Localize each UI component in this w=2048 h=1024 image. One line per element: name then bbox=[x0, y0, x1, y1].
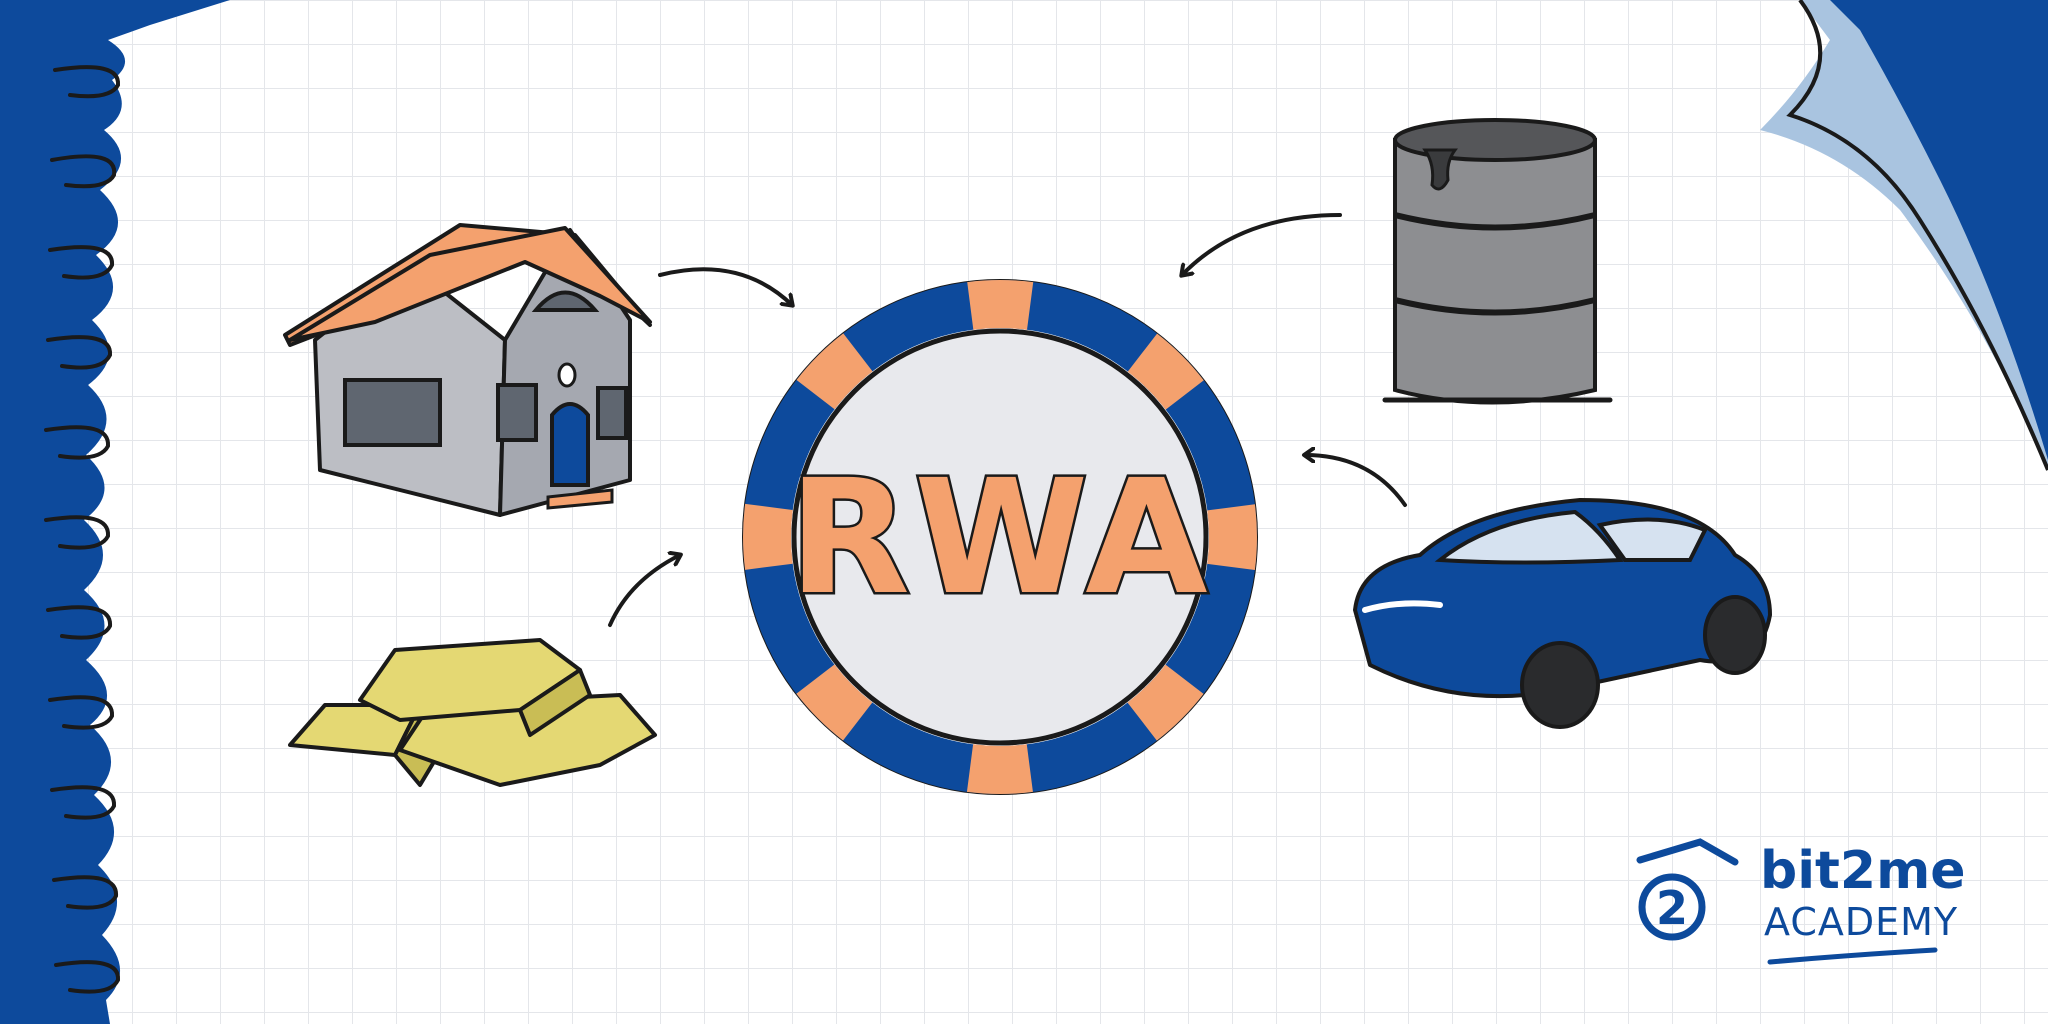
arrow-house-to-center bbox=[658, 267, 792, 305]
arrow-gold-to-center bbox=[608, 555, 680, 627]
page-curl bbox=[1760, 0, 2048, 471]
brand-logo-mark bbox=[1638, 873, 1706, 941]
brand-logo-glyph: 2 bbox=[1656, 881, 1688, 935]
brand-logo: 2 bit2me ACADEMY bbox=[1636, 838, 1966, 965]
notebook-binding bbox=[0, 0, 230, 1024]
brand-name: bit2me bbox=[1760, 841, 1966, 901]
arrows bbox=[608, 213, 1407, 627]
arrow-oil-to-center bbox=[1182, 213, 1342, 275]
brand-subtitle: ACADEMY bbox=[1764, 900, 1958, 944]
car-icon bbox=[1353, 498, 1772, 729]
house-icon bbox=[283, 223, 652, 517]
rwa-coin: RWA bbox=[742, 279, 1258, 795]
gold-bars-icon bbox=[288, 638, 657, 787]
center-label: RWA bbox=[788, 446, 1211, 630]
oil-barrel-icon bbox=[1382, 118, 1613, 405]
arrow-car-to-center bbox=[1305, 455, 1407, 507]
